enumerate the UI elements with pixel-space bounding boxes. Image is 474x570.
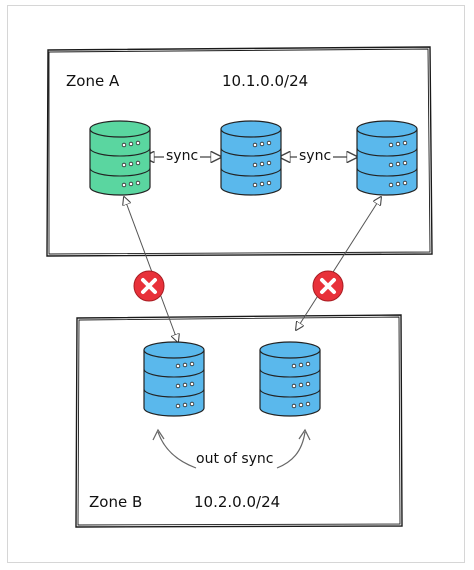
zone-a-cidr: 10.1.0.0/24: [222, 72, 309, 90]
database-icon: [356, 120, 418, 196]
diagram-frame: [7, 5, 465, 563]
replication-link-right: [296, 197, 381, 330]
sync-label-left: sync: [164, 148, 201, 164]
database-icon: [143, 341, 205, 417]
database-icon: [220, 120, 282, 196]
database-icon: [259, 341, 321, 417]
blocked-x-icon: [133, 270, 165, 302]
zone-b-cidr: 10.2.0.0/24: [194, 493, 281, 511]
zone-a-label: Zone A: [66, 72, 120, 90]
zone-b-label: Zone B: [89, 493, 143, 511]
database-icon: [89, 120, 151, 196]
sync-label-right: sync: [297, 148, 334, 164]
out-of-sync-link: [152, 428, 311, 469]
replication-link-left: [124, 197, 178, 342]
out-of-sync-label: out of sync: [193, 452, 277, 466]
blocked-x-icon: [312, 270, 344, 302]
